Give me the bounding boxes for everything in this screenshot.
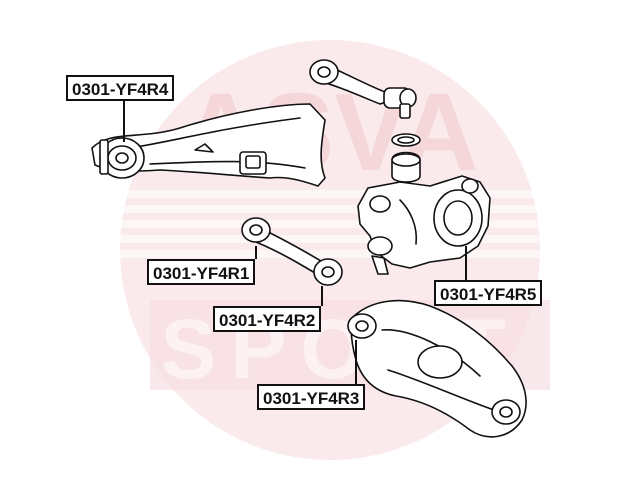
leader-lines xyxy=(123,101,467,384)
callout-r3: 0301-YF4R3 xyxy=(257,384,366,410)
callout-r5: 0301-YF4R5 xyxy=(434,280,543,306)
watermark-stripes xyxy=(0,190,640,258)
part-lower-control-arm xyxy=(350,299,527,438)
callout-r1: 0301-YF4R1 xyxy=(147,259,256,285)
part-upper-control-link xyxy=(309,59,417,119)
part-dust-ring xyxy=(391,133,421,147)
callout-r2: 0301-YF4R2 xyxy=(213,306,322,332)
part-bushing-r3 xyxy=(347,313,377,339)
callout-r4: 0301-YF4R4 xyxy=(66,75,175,101)
part-bushing-r4 xyxy=(99,137,145,179)
part-lateral-link xyxy=(241,217,343,286)
part-knuckle-bushing xyxy=(391,151,421,183)
part-trailing-arm xyxy=(91,103,326,187)
part-knuckle xyxy=(357,175,491,275)
